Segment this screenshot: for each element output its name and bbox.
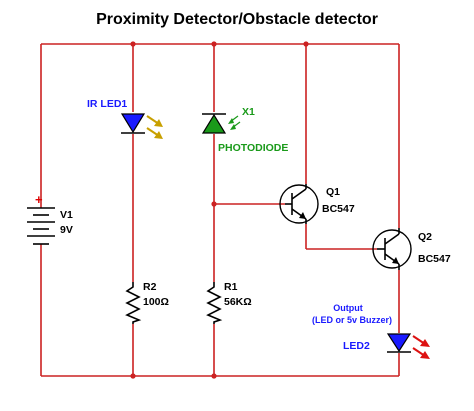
output-label: Output (LED or 5v Buzzer) (312, 303, 392, 325)
r1-zigzag (206, 282, 223, 324)
led2-arrow-1-head (420, 339, 430, 347)
photodiode-type-label: PHOTODIODE (218, 142, 288, 154)
battery-plus-sign: + (35, 192, 43, 207)
junction-nodes (130, 41, 309, 379)
photodiode-name-label: X1 (242, 106, 255, 118)
q2-type-label: BC547 (418, 253, 451, 265)
led2: LED2 (343, 333, 430, 359)
output-line2: (LED or 5v Buzzer) (312, 315, 392, 325)
output-line1: Output (333, 303, 363, 313)
led2-arrow-2-head (420, 351, 430, 359)
q2-name-label: Q2 (418, 231, 432, 243)
battery-name-label: V1 (60, 209, 73, 221)
pd-arrow-2-head (230, 124, 236, 130)
wires (40, 43, 400, 377)
node-q1-base (211, 201, 217, 207)
transistor-q2: Q2 BC547 (372, 228, 451, 270)
node-top-photodiode (211, 41, 217, 47)
r2-value-label: 100Ω (143, 296, 169, 308)
battery-v1: + V1 9V (27, 192, 73, 245)
photodiode-light-arrows (228, 115, 241, 130)
ir-led-triangle (120, 113, 146, 134)
ir-arrow-1-head (154, 119, 163, 127)
diagram-title: Proximity Detector/Obstacle detector (96, 11, 378, 28)
r2-zigzag (125, 282, 142, 324)
node-top-q1 (303, 41, 309, 47)
r1-value-label: 56KΩ (224, 296, 252, 308)
q1-body-circle (279, 184, 319, 224)
battery-value-label: 9V (60, 224, 73, 236)
q2-body-circle (372, 229, 412, 269)
q2-collector-leg (384, 233, 400, 245)
q1-name-label: Q1 (326, 186, 340, 198)
photodiode-triangle (201, 113, 227, 134)
pd-arrow-1-head (228, 118, 234, 124)
transistor-q1: Q1 BC547 (279, 184, 355, 224)
r1-name-label: R1 (224, 281, 238, 293)
r2-name-label: R2 (143, 281, 157, 293)
ir-led1: IR LED1 (87, 98, 163, 139)
node-top-ir (130, 41, 136, 47)
ir-led-label: IR LED1 (87, 98, 127, 110)
node-bottom-r1 (211, 373, 217, 379)
led2-label: LED2 (343, 340, 370, 352)
q1-emitter-arrow (299, 212, 306, 219)
q1-collector-leg (291, 188, 307, 200)
ir-arrow-2-head (154, 131, 163, 139)
node-bottom-r2 (130, 373, 136, 379)
resistor-r2: R2 100Ω (125, 281, 169, 324)
photodiode-x1: X1 PHOTODIODE (201, 106, 288, 154)
q1-type-label: BC547 (322, 203, 355, 215)
led2-emission-arrows (412, 335, 430, 359)
led2-triangle (386, 333, 412, 353)
resistor-r1: R1 56KΩ (206, 281, 252, 324)
ir-led-emission-arrows (146, 115, 163, 139)
q2-emitter-arrow (392, 257, 399, 264)
